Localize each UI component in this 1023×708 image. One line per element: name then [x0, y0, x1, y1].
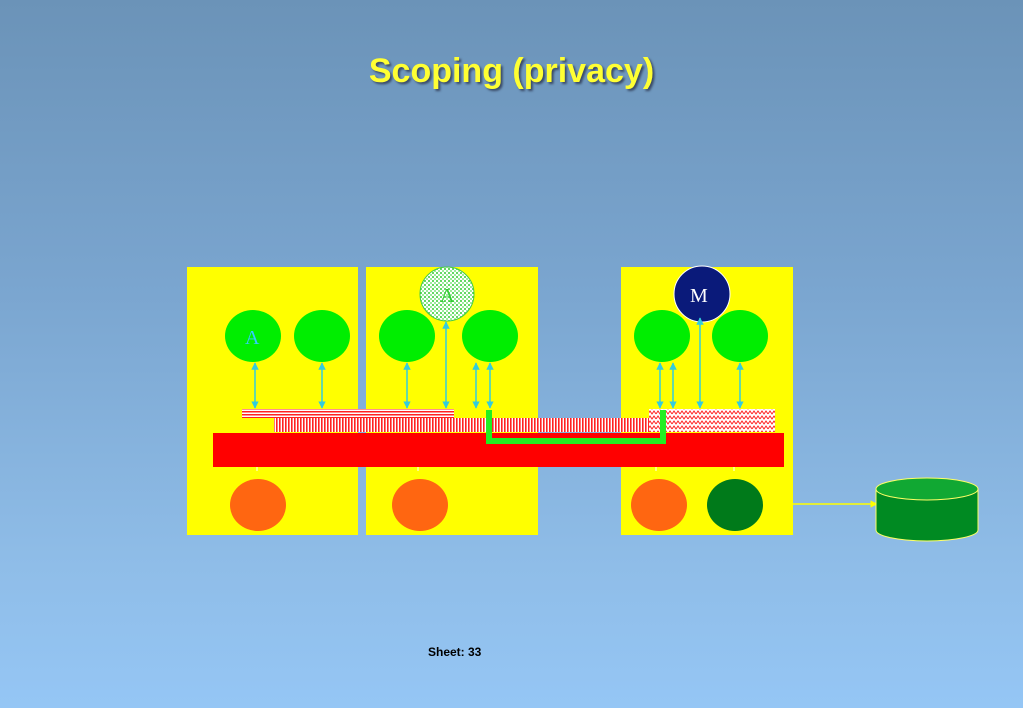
green-circle-6: [712, 310, 768, 362]
dark-green-circle: [707, 479, 763, 531]
dotted-circle-label: A: [440, 285, 455, 307]
orange-circle-1: [230, 479, 286, 531]
sheet-number: Sheet: 33: [428, 645, 482, 659]
green-circle-2: [294, 310, 350, 362]
orange-circle-2: [392, 479, 448, 531]
green-circle-5: [634, 310, 690, 362]
bus-ticks: [256, 467, 735, 471]
m-circle-label: M: [690, 285, 708, 307]
green-circle-4: [462, 310, 518, 362]
green-circle-1: [225, 310, 281, 362]
green-circle-1-label: A: [245, 327, 260, 349]
database-icon: [875, 477, 979, 542]
orange-circle-3: [631, 479, 687, 531]
green-bracket: [486, 410, 666, 444]
green-circle-3: [379, 310, 435, 362]
dotted-circle: [419, 266, 475, 322]
striped-layer-left: [242, 409, 454, 418]
slide-title: Scoping (privacy): [368, 52, 655, 90]
zigzag-layer-right: [649, 409, 775, 432]
cyan-arrows: [251, 317, 744, 409]
